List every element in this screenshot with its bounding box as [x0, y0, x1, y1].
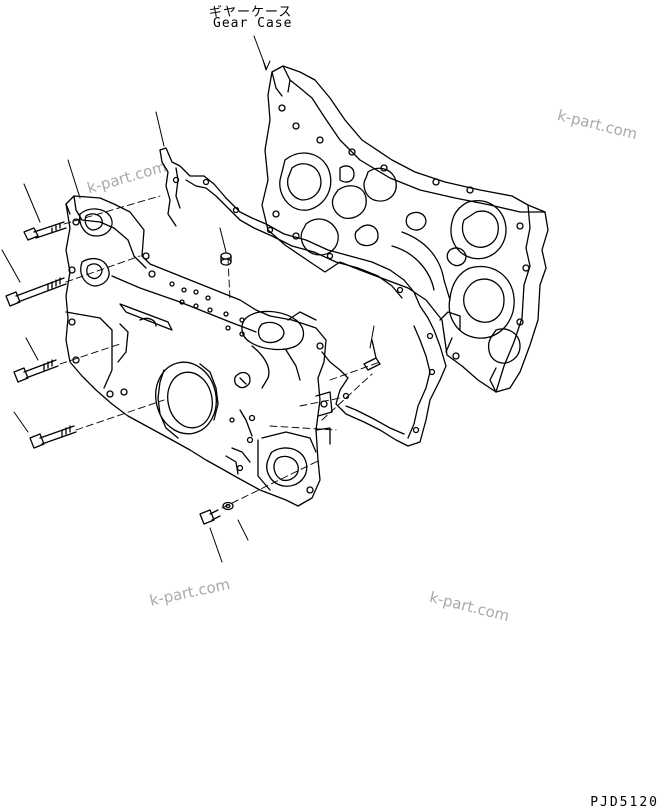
- gear-case: [261, 65, 549, 393]
- drawing-code: PJD5120: [590, 795, 659, 810]
- front-cover: [65, 195, 333, 507]
- part-label-english: Gear Case: [213, 16, 293, 31]
- gasket: [159, 147, 447, 447]
- part-label-japanese: ギヤーケース: [209, 5, 293, 20]
- bolts: [5, 221, 234, 525]
- leader-lines: [1, 35, 375, 563]
- center-lines: [59, 195, 381, 509]
